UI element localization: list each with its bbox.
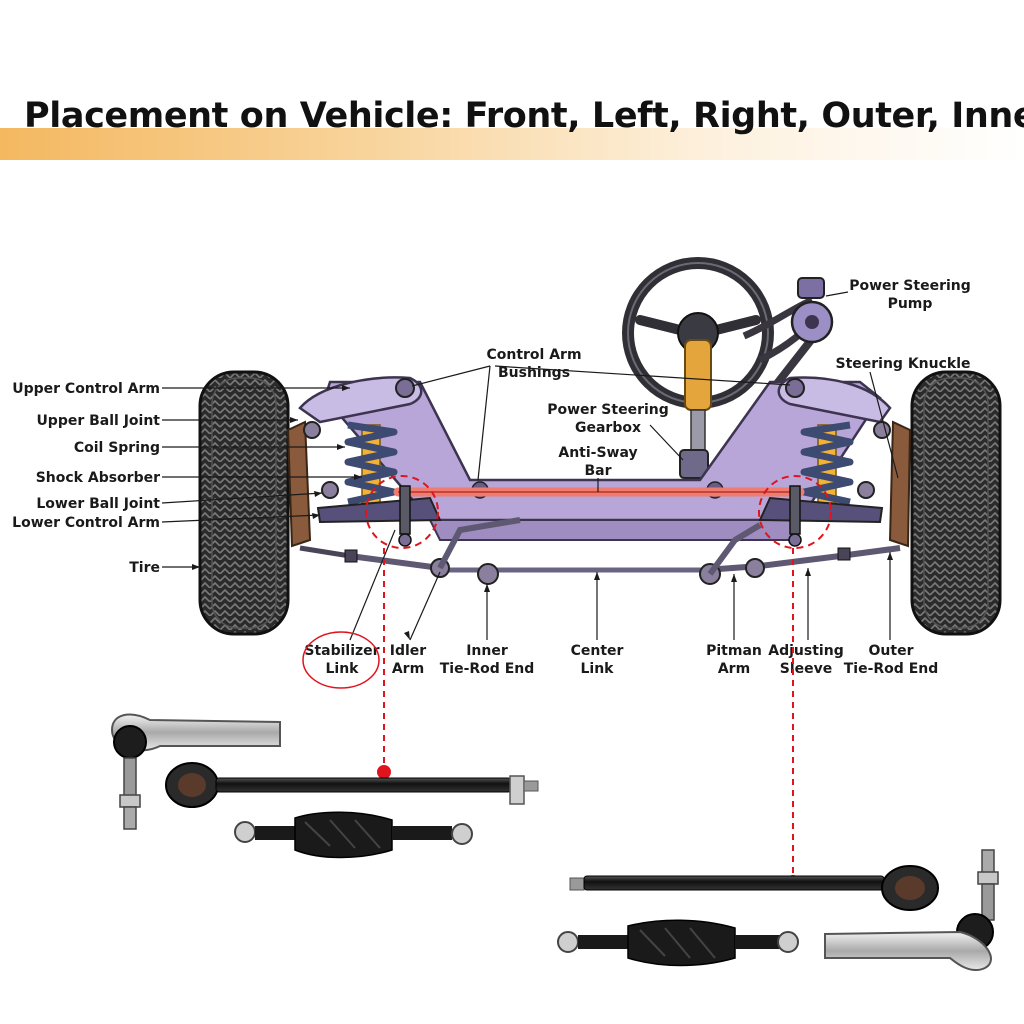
right-coil-spring — [800, 421, 854, 506]
steering-linkage — [299, 517, 901, 585]
label-inner-tie-rod-end-line2: Tie-Rod End — [440, 661, 535, 677]
diagram-labels: Upper Control Arm Upper Ball Joint Coil … — [12, 278, 971, 689]
left-stabilizer-link — [365, 475, 439, 549]
left-tire — [198, 370, 290, 636]
title-highlight-band — [0, 128, 1024, 160]
label-upper-ball-joint: Upper Ball Joint — [36, 413, 160, 429]
left-upper-control-arm — [298, 376, 423, 439]
leader-lines — [161, 291, 899, 641]
label-coil-spring: Coil Spring — [74, 440, 160, 456]
label-pitman-arm-line2: Arm — [718, 661, 750, 677]
label-adjusting-sleeve-line2: Sleeve — [780, 661, 833, 677]
label-power-steering-gearbox-line2: Gearbox — [575, 420, 641, 436]
left-steering-knuckle — [286, 420, 312, 548]
label-pitman-arm-line1: Pitman — [706, 643, 762, 659]
label-power-steering-pump-line1: Power Steering — [849, 278, 971, 294]
label-tire: Tire — [129, 560, 160, 576]
left-sway-bar-link — [234, 811, 473, 859]
label-anti-sway-bar-line2: Bar — [584, 463, 611, 479]
label-stabilizer-link-line1: Stabilizer — [304, 643, 379, 659]
label-adjusting-sleeve-line1: Adjusting — [768, 643, 843, 659]
label-inner-tie-rod-end-line1: Inner — [466, 643, 508, 659]
right-inner-tie-rod — [569, 865, 939, 911]
label-steering-knuckle: Steering Knuckle — [835, 356, 970, 372]
label-outer-tie-rod-end-line2: Tie-Rod End — [844, 661, 939, 677]
right-stabilizer-link — [758, 475, 832, 549]
label-stabilizer-link-line2: Link — [326, 661, 360, 677]
power-steering-gearbox — [679, 449, 709, 479]
label-upper-control-arm: Upper Control Arm — [12, 381, 160, 397]
label-center-link-line1: Center — [571, 643, 624, 659]
steering-column — [684, 339, 712, 461]
right-outer-tie-rod-end — [824, 849, 999, 971]
label-shock-absorber: Shock Absorber — [36, 470, 160, 486]
label-anti-sway-bar-line1: Anti-Sway — [558, 445, 637, 461]
right-tire — [910, 370, 1002, 636]
label-idler-arm-line2: Arm — [392, 661, 424, 677]
stabilizer-link-highlight-ring — [302, 631, 380, 689]
left-outer-tie-rod-end — [110, 713, 281, 830]
label-idler-arm-line1: Idler — [390, 643, 427, 659]
label-control-arm-bushings-line1: Control Arm — [486, 347, 581, 363]
label-center-link-line2: Link — [581, 661, 615, 677]
leader-arrowheads — [192, 385, 893, 640]
right-sway-bar-link — [557, 919, 799, 967]
placement-connectors — [377, 548, 800, 889]
right-steering-knuckle — [888, 420, 912, 548]
label-power-steering-gearbox-line1: Power Steering — [547, 402, 669, 418]
left-inner-tie-rod — [165, 762, 539, 808]
label-lower-ball-joint: Lower Ball Joint — [36, 496, 160, 512]
label-lower-control-arm: Lower Control Arm — [12, 515, 160, 531]
label-power-steering-pump-line2: Pump — [888, 296, 933, 312]
label-control-arm-bushings-line2: Bushings — [498, 365, 570, 381]
page-title: Placement on Vehicle: Front, Left, Right… — [24, 96, 1024, 136]
label-outer-tie-rod-end-line1: Outer — [869, 643, 914, 659]
